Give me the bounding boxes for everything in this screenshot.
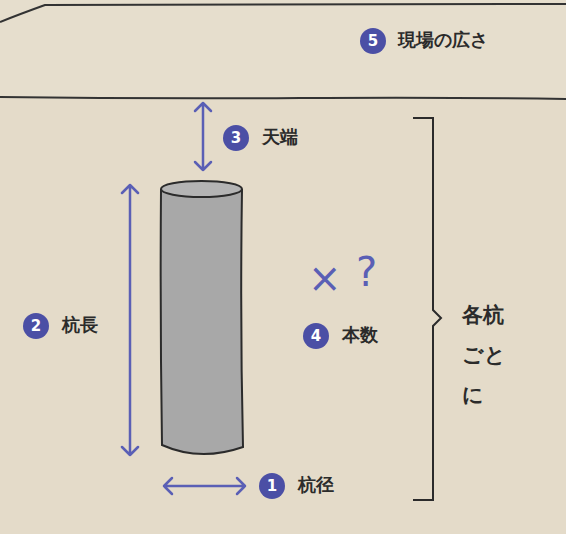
times-symbol: ×	[308, 258, 342, 298]
pile-body	[161, 190, 243, 454]
diameter-arrow	[164, 478, 245, 494]
callout-number: 4	[303, 323, 329, 349]
site-area	[0, 0, 566, 98]
top-depth-arrow	[195, 103, 211, 170]
site-label: 現場の広さ	[398, 29, 488, 51]
callout-number: 3	[223, 125, 249, 151]
length-label: 杭長	[62, 314, 98, 336]
count-label: 本数	[342, 324, 378, 346]
ground-line	[0, 97, 566, 99]
callout-number: 1	[259, 473, 285, 499]
pile-top	[161, 181, 242, 197]
callout-number: 2	[23, 313, 49, 339]
each-pile-note: 各杭 ごとに	[462, 296, 527, 416]
callout-number: 5	[360, 28, 386, 54]
length-arrow	[122, 185, 138, 455]
site-edge-top	[0, 4, 566, 22]
top-label: 天端	[262, 126, 298, 148]
bracket	[413, 118, 441, 500]
question-mark: ?	[356, 252, 377, 292]
diameter-label: 杭径	[298, 474, 334, 496]
